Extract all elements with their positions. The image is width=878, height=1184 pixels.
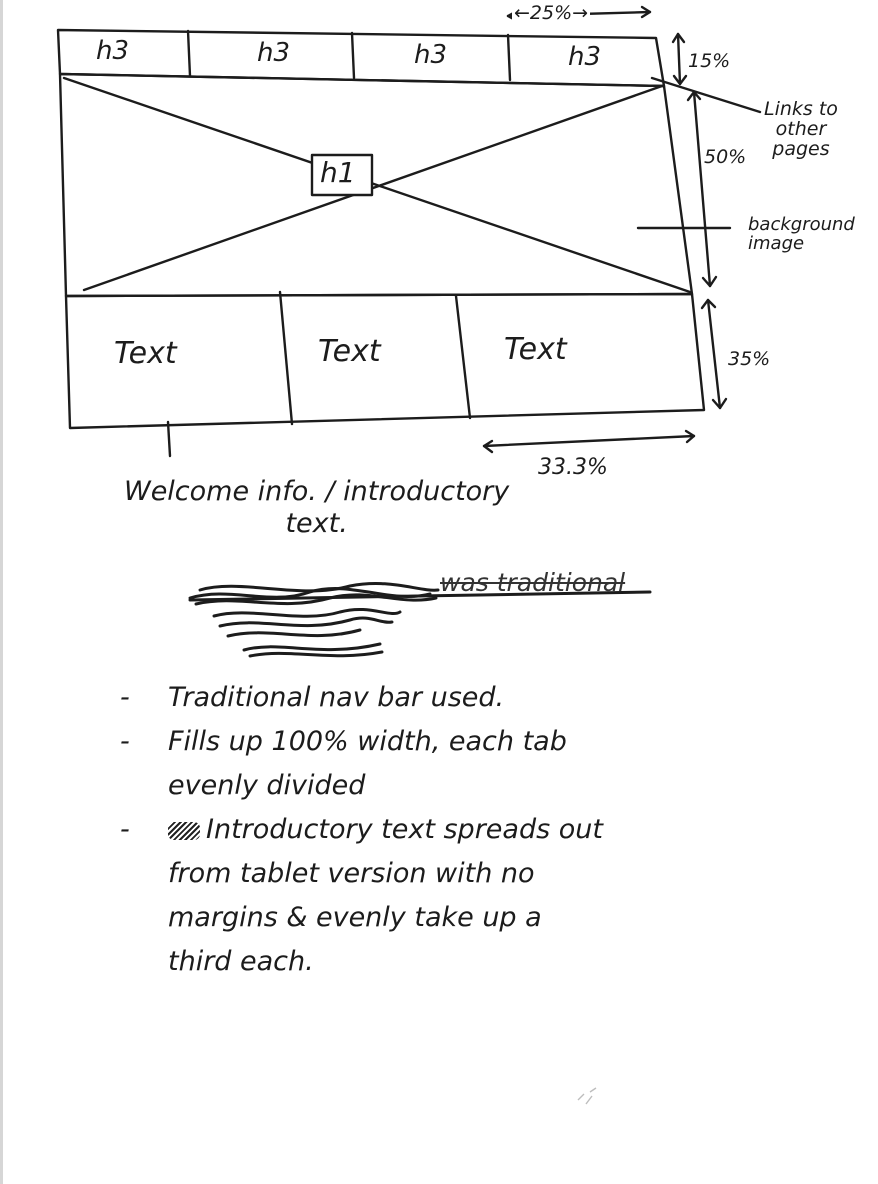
paper-speck xyxy=(577,1087,597,1105)
text-divider-2 xyxy=(454,294,472,420)
note-text: Traditional nav bar used. xyxy=(168,682,505,713)
text-row-outline xyxy=(64,292,706,430)
nav-links-annotation: Links to other pages xyxy=(764,98,838,160)
text-row-height-label: 35% xyxy=(728,348,771,370)
tab-width-label: ←25%→ xyxy=(512,2,591,24)
note-item: - Fills up 100% width, each tab evenly di… xyxy=(108,720,808,808)
nav-height-label: 15% xyxy=(688,50,731,72)
hero-height-arrow xyxy=(686,90,718,288)
hero-heading-box xyxy=(310,153,374,197)
text-row-height-arrow xyxy=(700,298,728,410)
nav-tab-label-4: h3 xyxy=(568,42,602,72)
hero-cross-1 xyxy=(62,76,692,294)
nav-divider-1 xyxy=(186,29,192,78)
note-dash: - xyxy=(120,682,130,713)
column-width-arrow xyxy=(482,429,696,454)
scribble-mark xyxy=(168,821,200,840)
note-text: Introductory text spreads out from table… xyxy=(168,814,603,977)
welcome-caption: Welcome info. / introductory text. xyxy=(124,476,510,540)
nav-divider-3 xyxy=(506,33,512,82)
background-image-annotation: background image xyxy=(748,214,855,254)
text-column-label-1: Text xyxy=(114,336,177,371)
design-notes: - Traditional nav bar used. - Fills up 100… xyxy=(108,676,808,984)
text-column-label-2: Text xyxy=(318,334,381,369)
column-width-label: 33.3% xyxy=(538,455,608,480)
nav-tab-label-2: h3 xyxy=(257,38,291,68)
nav-tab-label-1: h3 xyxy=(96,36,130,66)
nav-height-arrow xyxy=(671,32,688,86)
nav-divider-2 xyxy=(350,31,356,80)
links-pointer xyxy=(650,76,762,114)
scribble-out xyxy=(188,582,652,658)
note-item: - Traditional nav bar used. xyxy=(108,676,808,720)
note-dash: - xyxy=(120,726,130,757)
note-item: - Introductory text spreads out from tabl… xyxy=(108,808,808,984)
text-divider-1 xyxy=(278,290,294,426)
note-text: Fills up 100% width, each tab evenly div… xyxy=(168,726,567,801)
hero-heading-label: h1 xyxy=(320,156,356,189)
hero-height-label: 50% xyxy=(704,146,747,168)
nav-tab-label-3: h3 xyxy=(414,40,448,70)
caption-pointer xyxy=(166,420,172,458)
text-column-label-3: Text xyxy=(504,332,567,367)
page-edge xyxy=(0,0,3,1184)
note-dash: - xyxy=(120,814,130,845)
crossed-out-text: was traditional xyxy=(440,568,626,597)
